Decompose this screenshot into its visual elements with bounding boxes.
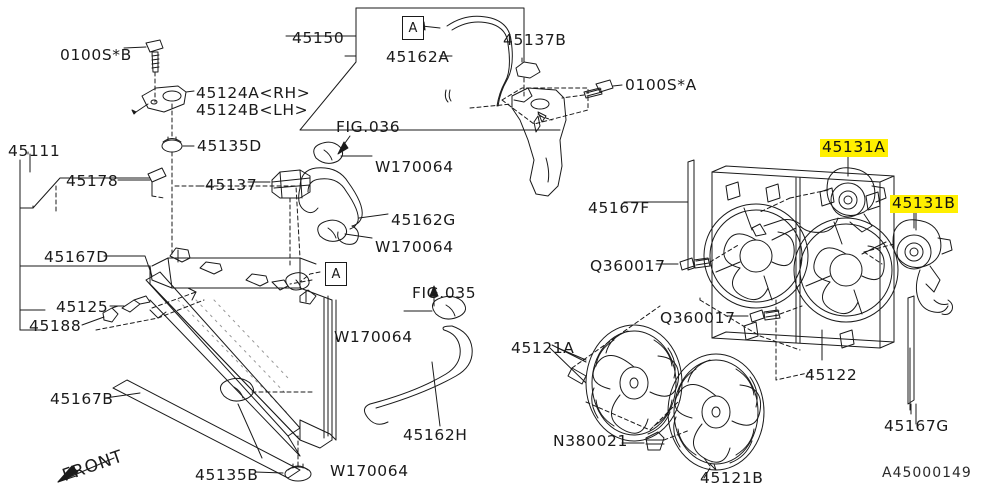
part-label-45121b: 45121B: [700, 469, 764, 487]
part-label-45125: 45125: [56, 298, 109, 316]
part-label-45135b: 45135B: [195, 466, 259, 484]
part-label-0100s-b: 0100S*B: [60, 46, 132, 64]
part-label-45124b-lh: 45124B<LH>: [196, 101, 309, 119]
part-label-45131b: 45131B: [890, 194, 958, 213]
part-label-45167f: 45167F: [588, 199, 650, 217]
part-label-45124a-rh: 45124A<RH>: [196, 84, 311, 102]
part-label-q360017: Q360017: [590, 257, 666, 275]
part-label-45167g: 45167G: [884, 417, 949, 435]
part-label-45162a: 45162A: [386, 48, 450, 66]
part-label-fig-035: FIG.035: [412, 284, 477, 302]
reservoir-tank-group: [469, 45, 623, 197]
label-leaders: [551, 155, 917, 471]
bar-45167g: [907, 295, 915, 415]
part-label-45122: 45122: [805, 366, 858, 384]
part-label-45111: 45111: [8, 142, 61, 160]
part-label-45188: 45188: [29, 317, 82, 335]
callout-box-a: A: [325, 262, 347, 286]
part-label-45131a: 45131A: [820, 138, 888, 157]
part-label-45137: 45137: [205, 176, 258, 194]
part-label-45121a: 45121A: [511, 339, 575, 357]
part-label-45162h: 45162H: [403, 426, 468, 444]
part-label-n380021: N380021: [553, 432, 628, 450]
part-label-w170064: W170064: [375, 238, 454, 256]
radiator-core-group: [19, 151, 337, 479]
front-direction-arrow: [57, 457, 115, 483]
reservoir-hose-group: [285, 7, 561, 131]
part-label-45167d: 45167D: [44, 248, 109, 266]
lower-hose-group: [220, 285, 473, 459]
radiator-cap-hoses-group: [55, 135, 389, 305]
part-label-45137b: 45137B: [503, 31, 567, 49]
part-label-45135d: 45135D: [197, 137, 262, 155]
part-label-45150: 45150: [292, 29, 345, 47]
diagram-reference-code: A45000149: [882, 465, 972, 481]
part-label-45162g: 45162G: [391, 211, 456, 229]
cooling-fans-group: [549, 305, 765, 479]
upper-left-fasteners: [123, 39, 195, 259]
fan-motor-group: [751, 151, 953, 315]
part-label-45178: 45178: [66, 172, 119, 190]
part-label-w170064: W170064: [330, 462, 409, 480]
part-label-w170064: W170064: [334, 328, 413, 346]
part-label-45167b: 45167B: [50, 390, 114, 408]
callout-box-a: A: [402, 16, 424, 40]
part-label-q360017: Q360017: [660, 309, 736, 327]
part-label-fig-036: FIG.036: [336, 118, 401, 136]
part-label-w170064: W170064: [375, 158, 454, 176]
part-label-0100s-a: 0100S*A: [625, 76, 697, 94]
grommet-45135b-group: [254, 435, 312, 482]
